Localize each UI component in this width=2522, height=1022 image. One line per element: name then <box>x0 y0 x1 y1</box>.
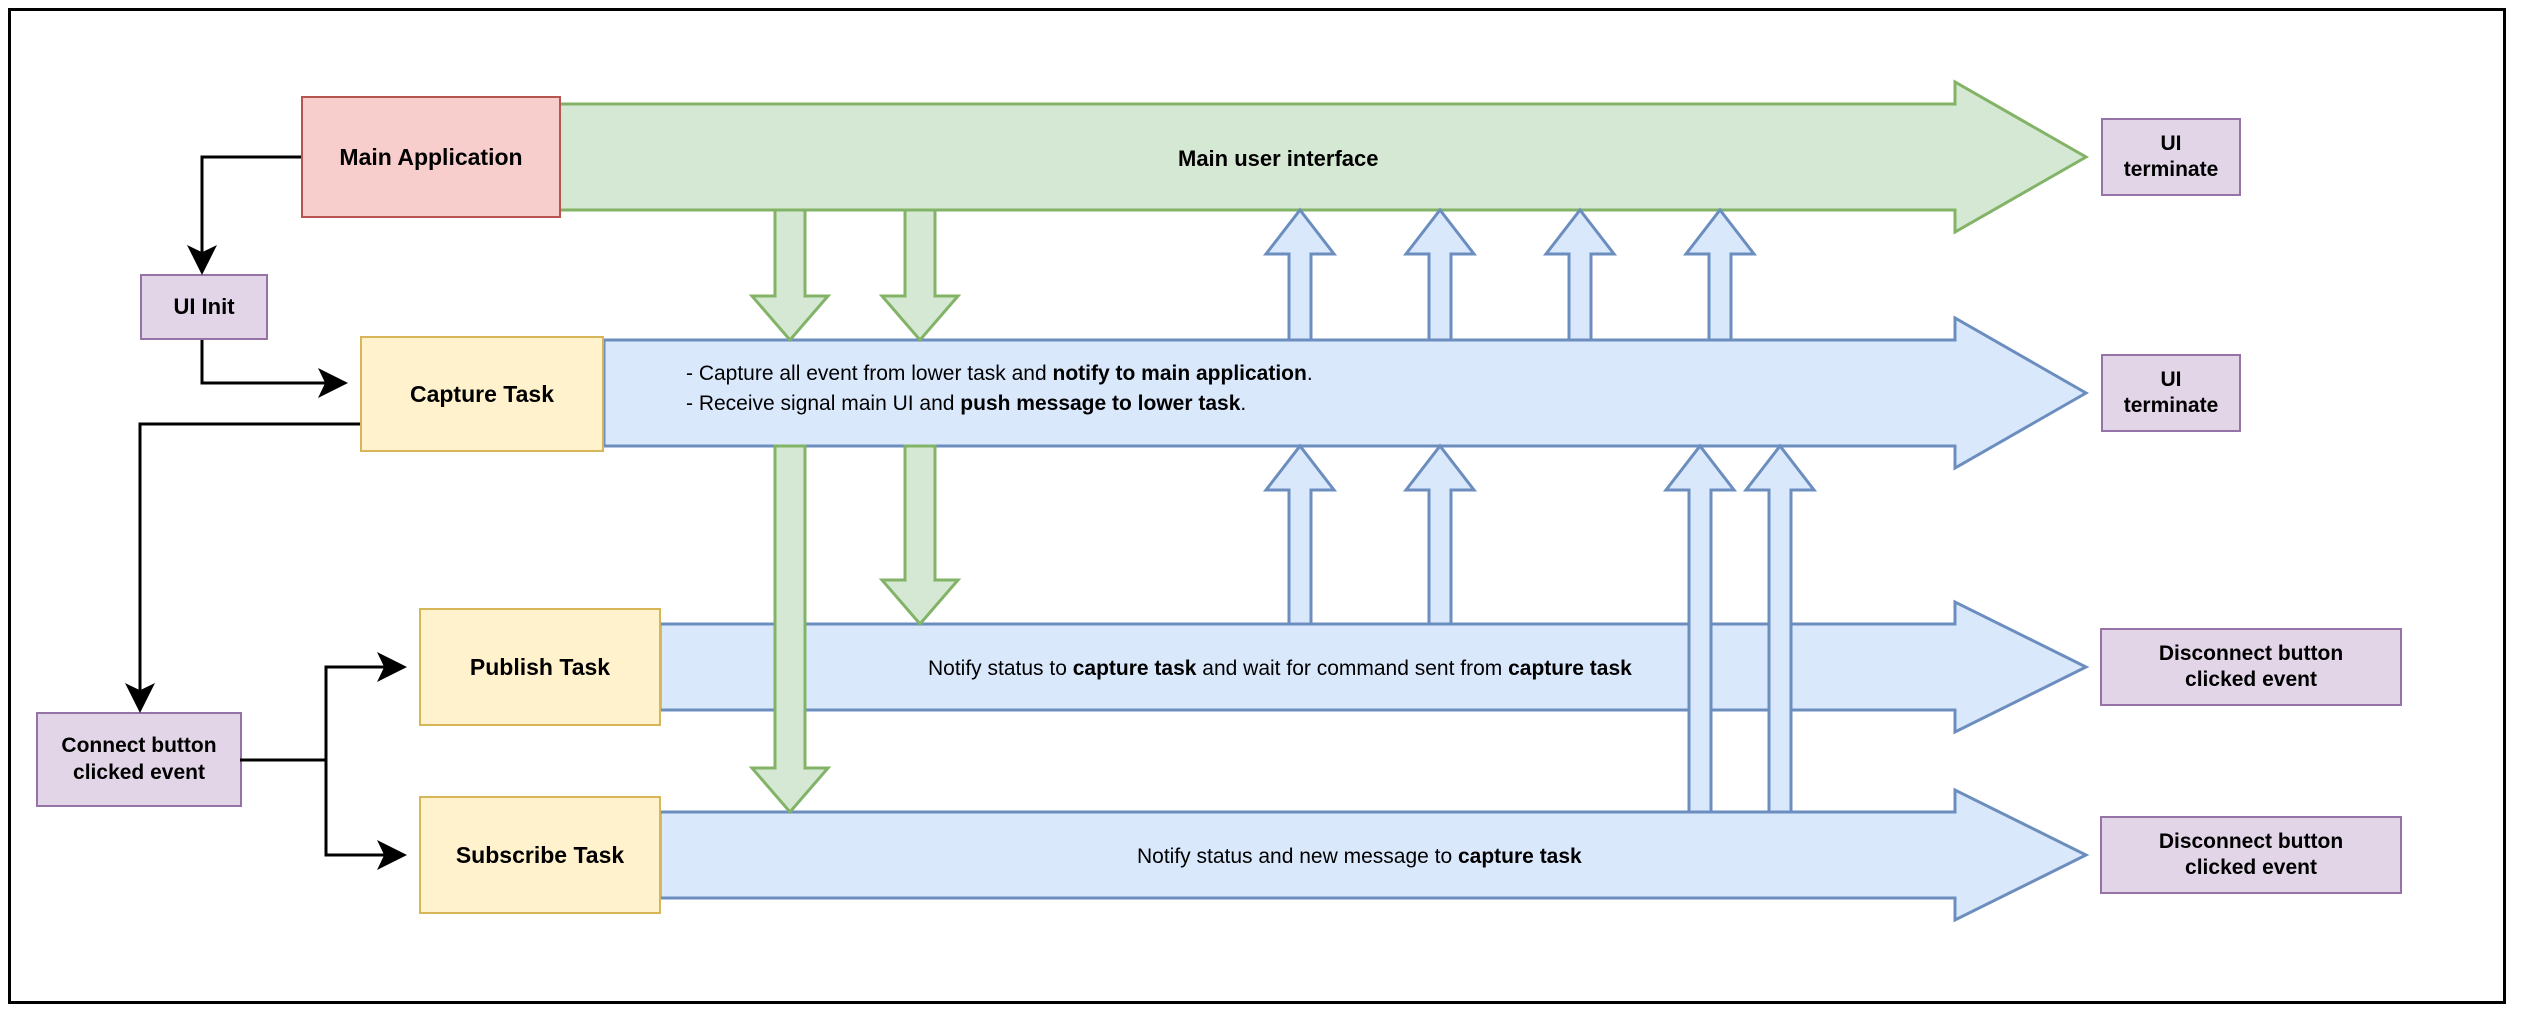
capture-task-lane-label-line2: - Receive signal main UI and push messag… <box>686 392 1247 416</box>
node-subscribe-task[interactable]: Subscribe Task <box>419 796 661 914</box>
node-disconnect-event-publish[interactable]: Disconnect button clicked event <box>2100 628 2402 706</box>
blue-up-arrow-subscribe-to-capture-2 <box>1742 443 1818 814</box>
node-disconnect-event-subscribe[interactable]: Disconnect button clicked event <box>2100 816 2402 894</box>
blue-up-arrow-subscribe-to-capture-1 <box>1662 443 1738 814</box>
blue-up-arrow-publish-to-capture-1 <box>1262 443 1338 626</box>
node-capture-task[interactable]: Capture Task <box>360 336 604 452</box>
blue-up-arrow-capture-to-main-2 <box>1402 207 1478 342</box>
blue-up-arrow-capture-to-main-1 <box>1262 207 1338 342</box>
capture-task-lane-label: - Capture all event from lower task and … <box>686 359 1313 420</box>
blue-up-arrow-capture-to-main-3 <box>1542 207 1618 342</box>
connector-capture-task-to-connect-event <box>125 422 360 713</box>
subscribe-task-lane-label: Notify status and new message to capture… <box>1137 845 1582 868</box>
green-down-arrow-capture-to-subscribe <box>748 444 832 815</box>
connector-ui-init-to-capture-task <box>200 340 348 398</box>
connector-connect-event-to-subscribe-task <box>240 758 407 870</box>
green-down-arrow-capture-to-publish <box>878 444 962 627</box>
node-ui-terminate-main[interactable]: UI terminate <box>2101 118 2241 196</box>
node-publish-task[interactable]: Publish Task <box>419 608 661 726</box>
green-down-arrow-main-to-capture-2 <box>878 208 962 343</box>
main-ui-lane-label: Main user interface <box>1178 146 1379 171</box>
ui-terminate-capture-line1: UI <box>2160 367 2182 391</box>
connect-event-line1: Connect button <box>61 734 217 758</box>
subscribe-task-lane-band <box>658 787 2090 923</box>
capture-task-lane-band <box>602 315 2090 471</box>
disconnect-subscribe-line2: clicked event <box>2185 856 2317 879</box>
capture-task-lane-label-line1: - Capture all event from lower task and … <box>686 362 1313 385</box>
ui-terminate-capture-line2: terminate <box>2123 394 2219 417</box>
publish-task-lane-band <box>658 599 2090 735</box>
green-down-arrow-main-to-capture-1 <box>748 208 832 343</box>
node-connect-button-clicked-event[interactable]: Connect button clicked event <box>36 712 242 807</box>
disconnect-publish-line1: Disconnect button <box>2158 641 2344 665</box>
node-main-application[interactable]: Main Application <box>301 96 561 218</box>
publish-task-lane-label: Notify status to capture task and wait f… <box>928 657 1632 680</box>
node-ui-init[interactable]: UI Init <box>140 274 268 340</box>
disconnect-subscribe-line1: Disconnect button <box>2158 829 2344 853</box>
node-ui-terminate-capture[interactable]: UI terminate <box>2101 354 2241 432</box>
connector-main-app-to-ui-init <box>187 155 301 275</box>
blue-up-arrow-publish-to-capture-2 <box>1402 443 1478 626</box>
connector-connect-event-to-publish-task <box>240 652 407 762</box>
ui-terminate-main-line1: UI <box>2160 131 2182 155</box>
disconnect-publish-line2: clicked event <box>2185 668 2317 691</box>
connect-event-line2: clicked event <box>73 760 205 784</box>
blue-up-arrow-capture-to-main-4 <box>1682 207 1758 342</box>
diagram-frame-border <box>8 8 2506 1004</box>
ui-terminate-main-line2: terminate <box>2123 158 2219 181</box>
